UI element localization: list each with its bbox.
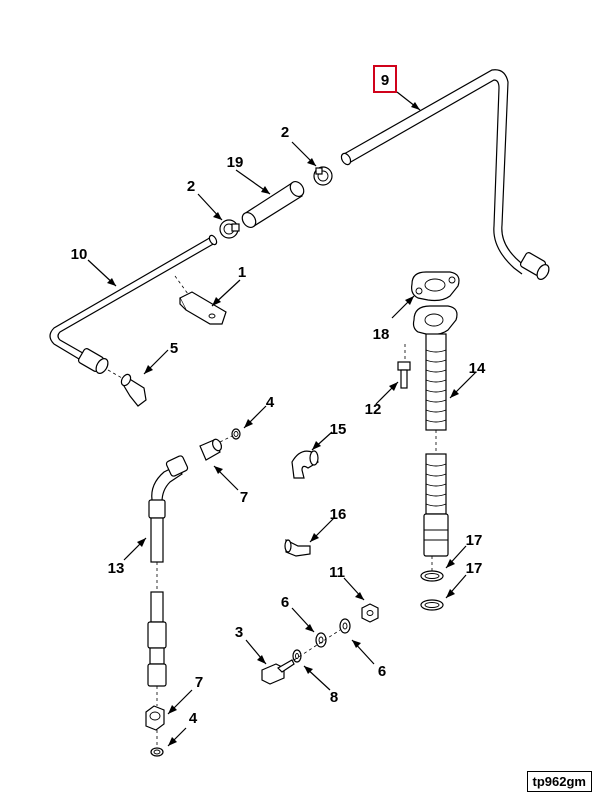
- callout-5: 5: [170, 340, 178, 357]
- callout-6-right: 6: [378, 663, 386, 680]
- callout-17-upper: 17: [466, 532, 483, 549]
- part-13-hose: [147, 455, 189, 706]
- part-4-washer-mid: [231, 428, 241, 440]
- part-3-bolt: [261, 629, 341, 685]
- callout-9: 9: [381, 72, 389, 89]
- part-9-tube: [340, 69, 550, 280]
- callout-10: 10: [71, 246, 88, 263]
- part-17-o-rings: [420, 556, 444, 611]
- part-14-flex-hose: [412, 305, 458, 557]
- part-2-clamp-lower: [219, 219, 240, 239]
- callout-12: 12: [365, 401, 382, 418]
- part-7-fitting-mid: [199, 435, 233, 461]
- callout-7-lower: 7: [195, 674, 203, 691]
- callout-labels: 9 2 19 2 10 1 5 18 14 12 4 7 15 16 13 17…: [71, 72, 486, 727]
- part-7-nut-lower: [145, 705, 165, 731]
- callout-8: 8: [330, 689, 338, 706]
- part-16-fitting: [284, 539, 311, 557]
- callout-3: 3: [235, 624, 243, 641]
- callout-18: 18: [373, 326, 390, 343]
- part-5-elbow: [107, 369, 147, 407]
- callout-2-upper: 2: [281, 124, 289, 141]
- callout-9-highlight-box: [373, 65, 397, 93]
- part-15-elbow: [291, 450, 319, 479]
- callout-15: 15: [330, 421, 347, 438]
- callout-19: 19: [227, 154, 244, 171]
- callout-16: 16: [330, 506, 347, 523]
- callout-4-mid: 4: [266, 394, 275, 411]
- part-11-nut: [361, 603, 379, 623]
- callout-13: 13: [108, 560, 125, 577]
- callout-14: 14: [469, 360, 486, 377]
- callout-11: 11: [329, 564, 345, 581]
- callout-4-lower: 4: [189, 710, 198, 727]
- part-4-washer-lower: [150, 730, 164, 757]
- leader-lines: [87, 91, 477, 747]
- callout-2-lower: 2: [187, 178, 195, 195]
- callout-1: 1: [238, 264, 246, 281]
- callout-17-lower: 17: [466, 560, 483, 577]
- part-1-bracket: [174, 275, 227, 325]
- callout-6-left: 6: [281, 594, 289, 611]
- part-2-clamp-upper: [313, 166, 333, 186]
- part-12-bolt: [397, 344, 411, 389]
- part-6-washers: [315, 618, 351, 648]
- part-18-gasket: [411, 271, 460, 302]
- figure-reference-code: tp962gm: [526, 771, 592, 792]
- part-10-tube: [49, 234, 218, 374]
- part-19-sleeve: [241, 180, 305, 229]
- callout-7-mid: 7: [240, 489, 248, 506]
